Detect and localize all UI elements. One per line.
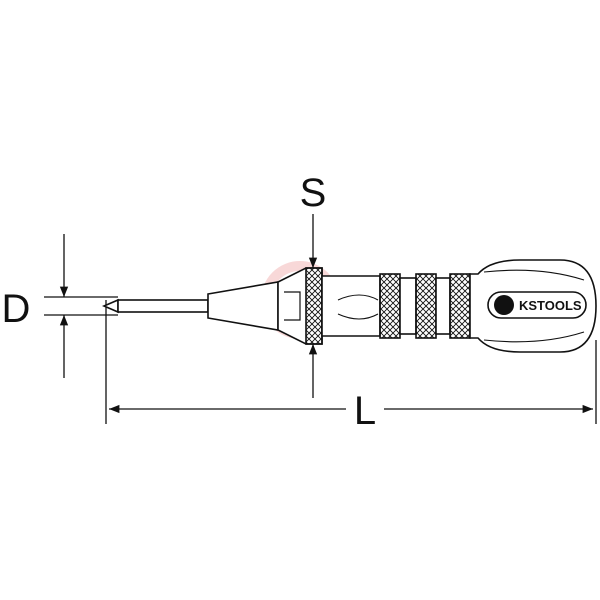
blade-shaft [117, 299, 209, 313]
collar [321, 275, 381, 337]
l-dimension [105, 300, 597, 424]
l-dimension-label: L [354, 389, 376, 433]
grip-ring-2 [415, 273, 437, 339]
ferrule-knurl [305, 267, 323, 345]
s-dimension-label: S [300, 171, 327, 215]
logo-text: KSTOOLS [519, 298, 582, 313]
screwdriver [101, 259, 597, 353]
d-dimension [44, 234, 118, 378]
ks-tools-logo: KSTOOLS [487, 291, 587, 319]
blade-taper [207, 281, 279, 331]
d-dimension-label: D [2, 287, 31, 331]
grip-ring-1 [379, 273, 401, 339]
grip-ring-3 [449, 273, 471, 339]
